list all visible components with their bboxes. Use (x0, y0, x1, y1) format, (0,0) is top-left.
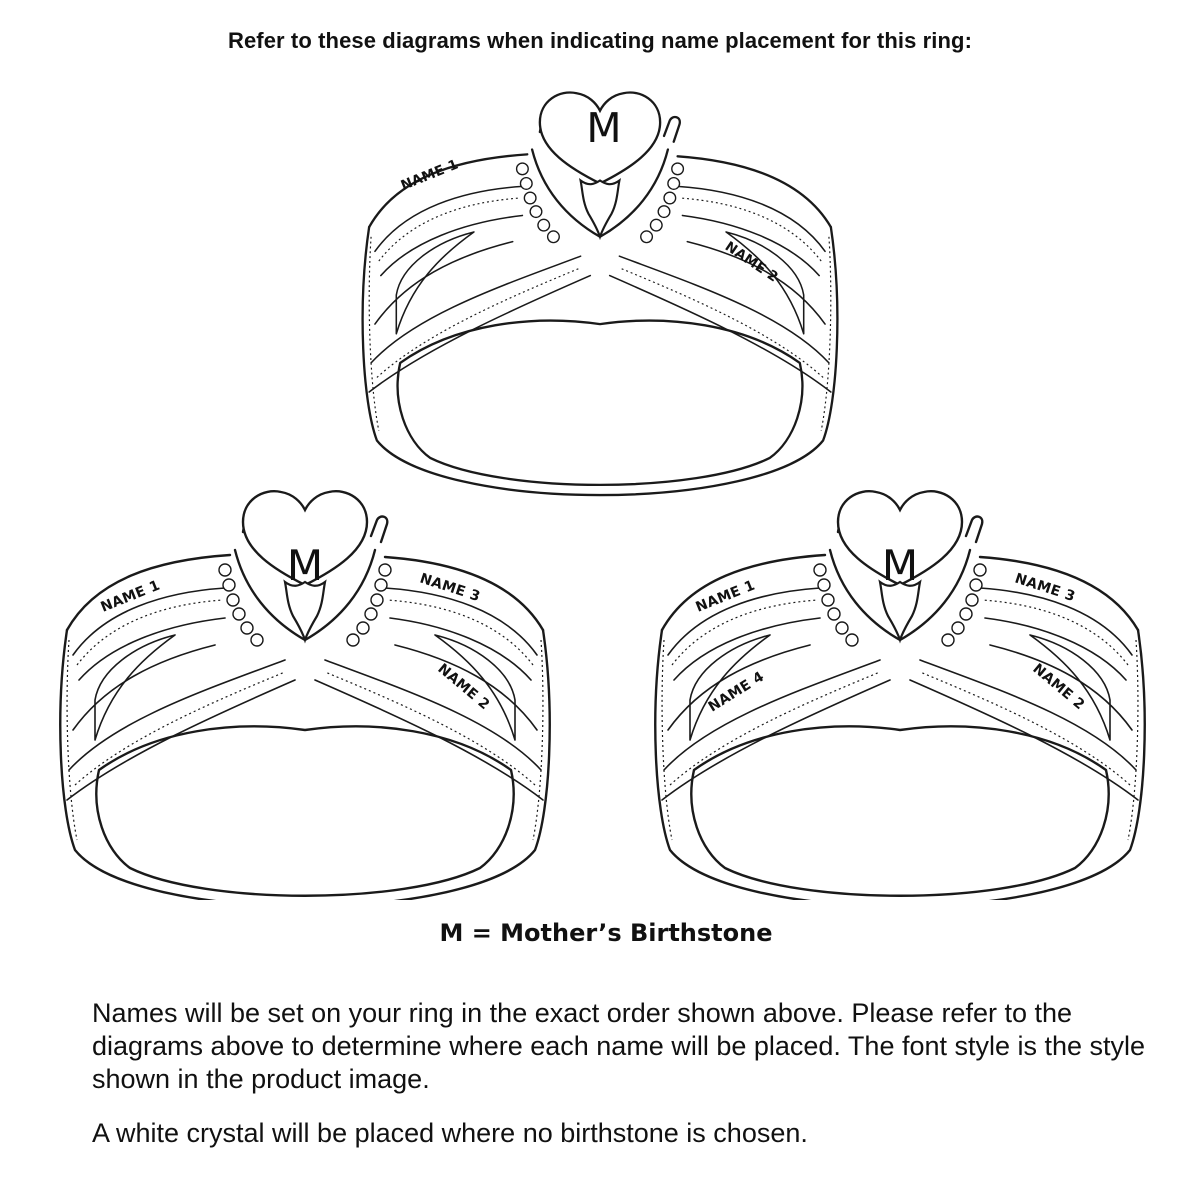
ring-diagrams: M NAME 1 NAME 2 M NAME 1 NAME 3 NAME 2 M… (59, 91, 1146, 900)
ring-diagram-2: M NAME 1 NAME 3 NAME 2 (59, 490, 551, 900)
instructions-paragraph-1: Names will be set on your ring in the ex… (92, 998, 1146, 1094)
gem-letter: M (586, 104, 621, 152)
gem-letter: M (882, 541, 918, 590)
ring-diagram-3: M NAME 1 NAME 3 NAME 4 NAME 2 (654, 490, 1146, 900)
instructions-paragraph-2: A white crystal will be placed where no … (92, 1118, 808, 1148)
gem-letter: M (287, 541, 323, 590)
page-title: Refer to these diagrams when indicating … (227, 28, 973, 53)
birthstone-legend: M = Mother’s Birthstone (439, 919, 773, 947)
name-label-1: NAME 1 (399, 156, 461, 194)
ring-diagram-1: M NAME 1 NAME 2 (361, 91, 839, 497)
name-label-3: NAME 3 (418, 571, 482, 606)
name-label-2: NAME 2 (722, 238, 781, 285)
name-label-3: NAME 3 (1013, 571, 1077, 606)
